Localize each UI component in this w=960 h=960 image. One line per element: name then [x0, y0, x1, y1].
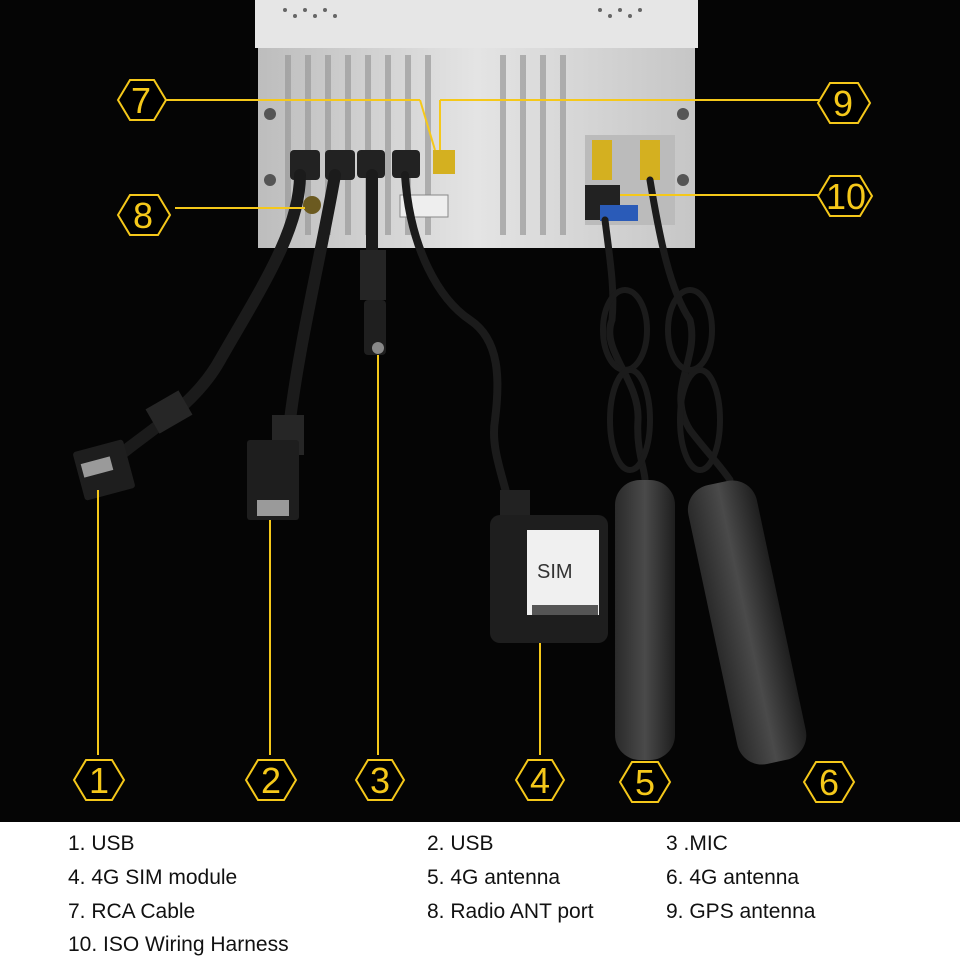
legend-item-4: 4. 4G SIM module	[68, 866, 238, 889]
callout-7: 7	[131, 80, 151, 121]
callout-8: 8	[133, 195, 153, 236]
photo-illustration: SIM 7 8 9	[72, 0, 874, 803]
cables	[114, 169, 734, 514]
callout-5: 5	[635, 762, 655, 803]
legend-item-2: 2. USB	[427, 832, 494, 855]
antenna-5	[600, 287, 675, 760]
sim-card-label: SIM	[537, 561, 573, 583]
rear-connectors	[290, 140, 660, 221]
callout-4: 4	[530, 760, 550, 801]
mic-jack	[360, 250, 386, 355]
legend-item-1: 1. USB	[68, 832, 135, 855]
callout-10: 10	[826, 176, 866, 217]
callout-6: 6	[819, 762, 839, 803]
callout-9: 9	[833, 83, 853, 124]
legend-item-6: 6. 4G antenna	[666, 866, 800, 889]
callout-1: 1	[89, 760, 109, 801]
callout-numbers: 7 8 9 10 1 2 3 4 5 6	[89, 80, 866, 803]
product-photo: SIM 7 8 9	[0, 0, 960, 822]
legend-item-5: 5. 4G antenna	[427, 866, 561, 889]
callout-3: 3	[370, 760, 390, 801]
usb-connector-2	[247, 415, 304, 520]
callout-2: 2	[261, 760, 281, 801]
parts-legend: 1. USB 2. USB 3 .MIC 4. 4G SIM module 5.…	[0, 822, 960, 960]
legend-item-7: 7. RCA Cable	[68, 900, 196, 923]
legend-item-8: 8. Radio ANT port	[427, 900, 594, 923]
legend-item-10: 10. ISO Wiring Harness	[68, 933, 289, 956]
callout-badges	[72, 79, 874, 803]
antenna-6	[665, 287, 807, 765]
sim-module: SIM	[490, 490, 608, 643]
legend-item-3: 3 .MIC	[666, 832, 728, 855]
callout-lines	[97, 99, 820, 755]
legend-item-9: 9. GPS antenna	[666, 900, 816, 923]
usb-connector-1	[73, 390, 193, 501]
